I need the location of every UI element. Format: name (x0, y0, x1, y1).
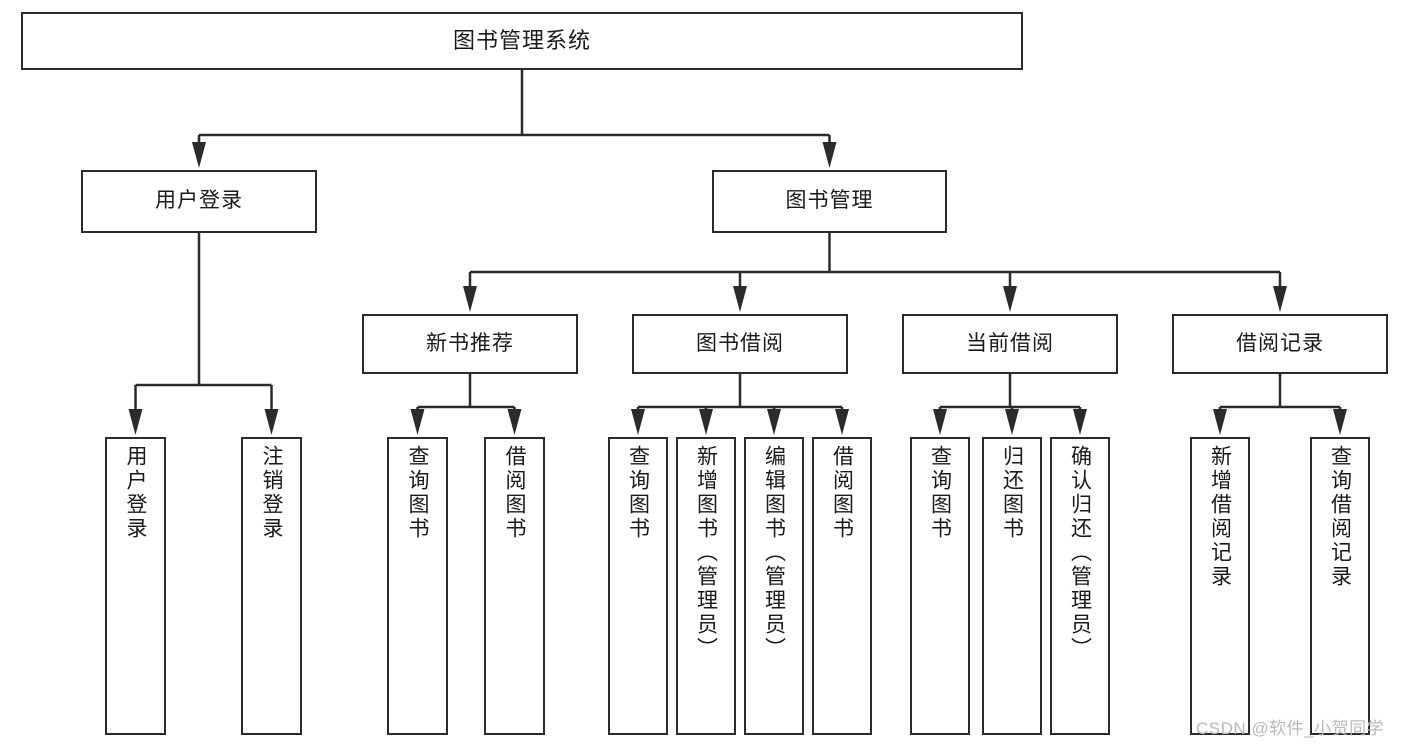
node-label: 查询图书 (928, 445, 952, 541)
node-label: 查询借阅记录 (1328, 445, 1352, 589)
node-l8[interactable]: 借阅图书 (812, 437, 872, 735)
node-l6[interactable]: 新增图书（管理员） (676, 437, 736, 735)
arrowhead (835, 409, 849, 435)
node-label: 图书借阅 (696, 331, 784, 355)
node-l13[interactable]: 查询借阅记录 (1310, 437, 1370, 735)
arrowhead (1003, 286, 1017, 312)
node-label: 当前借阅 (966, 331, 1054, 355)
node-label: 图书管理 (785, 189, 874, 213)
node-label: 用户登录 (155, 189, 243, 213)
node-label: 新书推荐 (426, 331, 514, 355)
node-l3[interactable]: 查询图书 (387, 437, 448, 735)
arrowhead (767, 409, 781, 435)
node-borrow[interactable]: 图书借阅 (632, 314, 848, 374)
watermark-label: CSDN @软件_小贺同学 (1196, 719, 1385, 738)
node-newbook[interactable]: 新书推荐 (362, 314, 578, 374)
node-l7[interactable]: 编辑图书（管理员） (744, 437, 804, 735)
node-label: 归还图书 (1000, 445, 1024, 541)
node-label: 注销登录 (260, 445, 283, 541)
node-records[interactable]: 借阅记录 (1172, 314, 1388, 374)
node-label: 借阅图书 (503, 445, 526, 541)
node-login[interactable]: 用户登录 (81, 170, 317, 233)
node-l12[interactable]: 新增借阅记录 (1190, 437, 1250, 735)
node-l11[interactable]: 确认归还（管理员） (1050, 437, 1110, 735)
node-l5[interactable]: 查询图书 (608, 437, 668, 735)
arrowhead (410, 409, 425, 435)
arrowhead (507, 409, 522, 435)
node-root[interactable]: 图书管理系统 (21, 12, 1023, 70)
arrowhead (699, 409, 713, 435)
node-label: 新增图书（管理员） (694, 445, 718, 661)
arrowhead (733, 286, 747, 312)
node-label: 借阅图书 (830, 445, 854, 541)
arrowhead (192, 142, 206, 168)
arrowhead (463, 286, 477, 312)
node-l9[interactable]: 查询图书 (910, 437, 970, 735)
node-label: 图书管理系统 (452, 28, 591, 54)
node-label: 编辑图书（管理员） (762, 445, 786, 661)
arrowhead (822, 142, 837, 168)
arrowhead (933, 409, 947, 435)
node-label: 用户登录 (124, 445, 147, 541)
arrowhead (1273, 286, 1287, 312)
node-l1[interactable]: 用户登录 (105, 437, 166, 735)
arrowhead (1213, 409, 1227, 435)
node-bookmgmt[interactable]: 图书管理 (712, 170, 947, 233)
node-current[interactable]: 当前借阅 (902, 314, 1118, 374)
arrowhead (264, 409, 279, 435)
arrowhead (1073, 409, 1087, 435)
node-label: 借阅记录 (1236, 331, 1324, 355)
node-label: 查询图书 (626, 445, 650, 541)
node-label: 确认归还（管理员） (1068, 445, 1092, 661)
arrowhead (128, 409, 143, 435)
node-l4[interactable]: 借阅图书 (484, 437, 545, 735)
arrowhead (1005, 409, 1019, 435)
node-l10[interactable]: 归还图书 (982, 437, 1042, 735)
node-label: 查询图书 (406, 445, 429, 541)
node-l2[interactable]: 注销登录 (241, 437, 302, 735)
node-label: 新增借阅记录 (1208, 445, 1232, 589)
arrowhead (631, 409, 645, 435)
arrowhead (1333, 409, 1347, 435)
